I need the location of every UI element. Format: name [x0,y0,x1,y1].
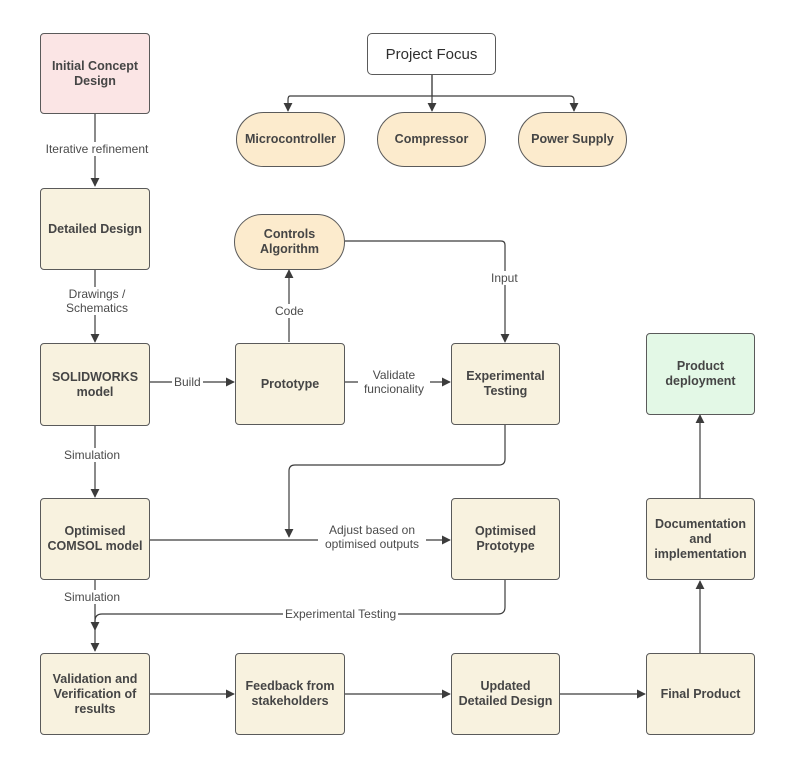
edge-label-build: Build [172,375,203,389]
solidworks-model-label: SOLIDWORKS model [51,369,139,399]
updated-design-label: Updated Detailed Design [458,679,553,708]
edge-label-validate-functionality: Validate funcionality [358,368,430,396]
documentation-label: Documentation and implementation [654,516,747,561]
controls-algorithm-node: Controls Algorithm [234,214,345,270]
project-focus-node: Project Focus [367,33,496,75]
initial-concept-node: Initial Concept Design [40,33,150,114]
power-supply-node: Power Supply [518,112,627,167]
edge-label-adjust-optimised: Adjust based on optimised outputs [318,523,426,551]
detailed-design-label: Detailed Design [48,221,142,236]
edge-label-simulation-1: Simulation [62,448,123,462]
edge-label-simulation-2: Simulation [62,590,123,604]
experimental-testing-label: Experimental Testing [466,369,545,398]
compressor-node: Compressor [377,112,486,167]
updated-design-node: Updated Detailed Design [451,653,560,735]
optimised-prototype-label: Optimised Prototype [474,524,537,553]
initial-concept-label: Initial Concept Design [51,58,139,88]
arrow-focus-power-supply [432,95,579,112]
product-deployment-label: Product deployment [665,359,736,388]
microcontroller-label: Microcontroller [245,132,336,146]
edge-label-input: Input [489,271,520,285]
arrow-experimental-to-comsol-line [284,425,506,538]
edge-label-drawings-schematics: Drawings / Schematics [55,287,139,315]
prototype-label: Prototype [260,376,320,391]
edge-label-code: Code [273,304,306,318]
compressor-label: Compressor [394,132,469,146]
documentation-node: Documentation and implementation [646,498,755,580]
optimised-comsol-label: Optimised COMSOL model [47,524,143,553]
final-product-node: Final Product [646,653,755,735]
arrow-controls-to-experimental [345,240,510,343]
feedback-label: Feedback from stakeholders [245,679,335,708]
solidworks-model-node: SOLIDWORKS model [40,343,150,426]
controls-algorithm-label: Controls Algorithm [259,227,320,256]
optimised-prototype-node: Optimised Prototype [451,498,560,580]
optimised-comsol-node: Optimised COMSOL model [40,498,150,580]
power-supply-label: Power Supply [531,132,614,146]
experimental-testing-node: Experimental Testing [451,343,560,425]
validation-node: Validation and Verification of results [40,653,150,735]
prototype-node: Prototype [235,343,345,425]
arrow-optimised-prototype-to-validation [90,580,506,631]
arrow-focus-microcontroller [283,75,433,112]
microcontroller-node: Microcontroller [236,112,345,167]
product-deployment-node: Product deployment [646,333,755,415]
edge-label-experimental-testing: Experimental Testing [283,607,399,621]
project-focus-label: Project Focus [385,45,478,63]
validation-label: Validation and Verification of results [52,671,138,716]
final-product-label: Final Product [660,686,741,701]
edge-label-iterative-refinement: Iterative refinement [40,142,154,156]
feedback-node: Feedback from stakeholders [235,653,345,735]
detailed-design-node: Detailed Design [40,188,150,270]
